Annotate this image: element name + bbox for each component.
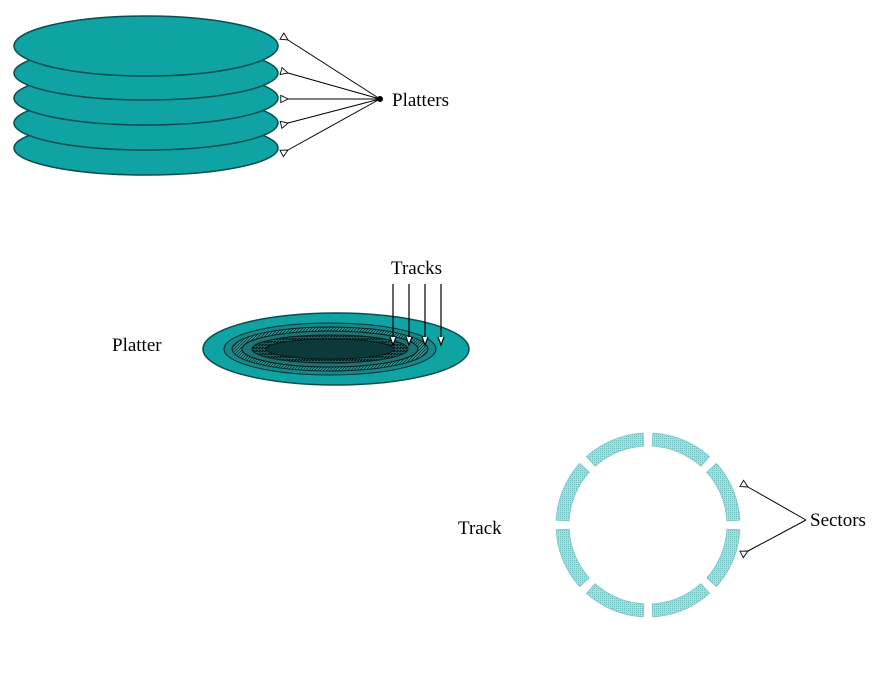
sector-2 — [706, 462, 741, 522]
sector-4 — [651, 583, 711, 618]
track-ring — [555, 432, 741, 618]
platter-stack — [13, 15, 279, 176]
sectors-label: Sectors — [810, 510, 866, 531]
sectors-arrows — [748, 487, 807, 551]
platter-with-tracks — [202, 312, 470, 386]
track-label: Track — [458, 518, 502, 539]
tracks-label: Tracks — [391, 258, 443, 279]
tracks-pointers — [389, 284, 445, 347]
platter-label: Platter — [112, 335, 162, 356]
sector-6 — [555, 528, 590, 588]
sector-8 — [585, 432, 645, 467]
platters-label: Platters — [392, 90, 449, 111]
sector-1 — [651, 432, 711, 467]
platter-1 — [13, 15, 279, 77]
sector-5 — [585, 583, 645, 618]
platters-arrows — [288, 40, 383, 150]
sector-3 — [706, 528, 741, 588]
sector-7 — [555, 462, 590, 522]
